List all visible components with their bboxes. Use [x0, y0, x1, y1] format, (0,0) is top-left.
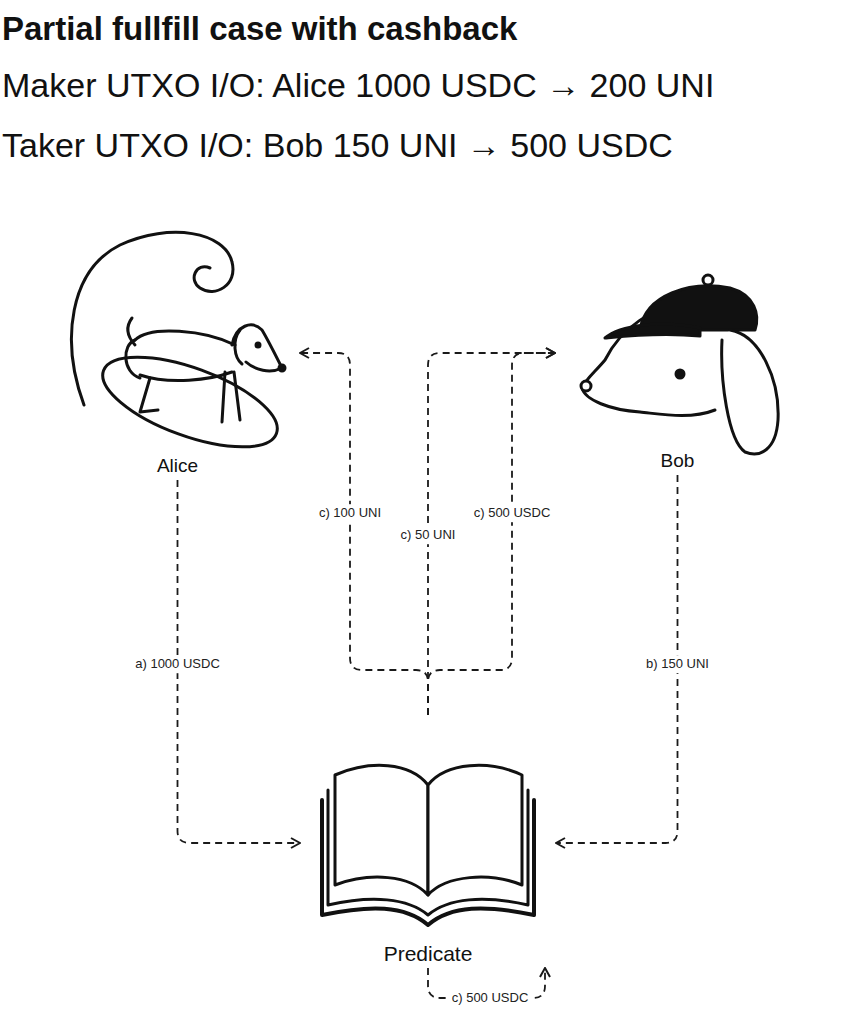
actor-node: Bob [555, 265, 800, 475]
alice-figure [72, 232, 289, 465]
io-summary: Taker UTXO I/O: Bob 150 UNI → 500 USDC [2, 126, 673, 165]
actor-node: Predicate [300, 715, 556, 968]
transfer-label: a) 1000 USDC [131, 655, 224, 673]
title-heading: Partial fullfill case with cashback [2, 10, 517, 48]
io-summary: Maker UTXO I/O: Alice 1000 USDC → 200 UN… [2, 66, 714, 105]
node-label: Predicate [381, 942, 476, 965]
actor-node: Alice [55, 235, 300, 480]
transfer-label: b) 150 UNI [642, 655, 713, 673]
book-figure [322, 765, 534, 925]
bob-figure [581, 275, 778, 454]
transfer-label: c) 50 UNI [397, 526, 460, 544]
transfer-label: c) 500 USDC [470, 504, 555, 522]
transfer-label: c) 100 UNI [315, 504, 385, 522]
node-label: Bob [658, 451, 698, 472]
node-label: Alice [154, 456, 201, 477]
transfer-label: c) 500 USDC [448, 989, 533, 1007]
